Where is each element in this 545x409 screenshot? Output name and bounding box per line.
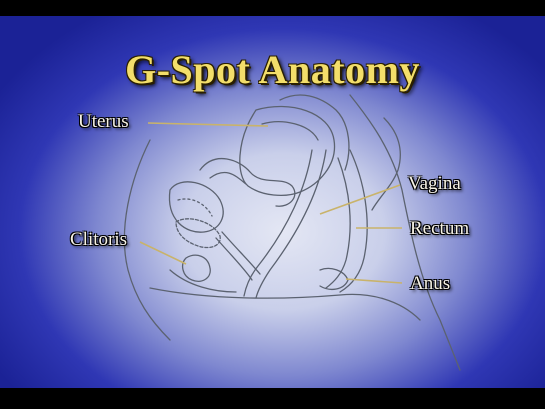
label-rectum: Rectum — [410, 218, 470, 239]
uterus-leader-line — [147, 122, 269, 127]
rectum-shape — [339, 149, 368, 293]
slide-title: G-Spot Anatomy — [125, 47, 420, 92]
label-vagina: Vagina — [408, 173, 461, 194]
intestine-shape — [199, 158, 296, 207]
anus-leader-line — [345, 278, 403, 284]
label-clitoris: Clitoris — [70, 229, 128, 250]
uterus-shape — [239, 105, 336, 197]
vagina-leader-line — [319, 184, 401, 215]
clitoris-leader-line — [139, 241, 187, 265]
anus-shape — [319, 267, 349, 291]
label-anus: Anus — [410, 273, 451, 294]
bladder-shape — [168, 181, 224, 233]
urethra — [221, 231, 261, 275]
back-contour — [349, 94, 461, 371]
label-uterus: Uterus — [78, 111, 129, 132]
clitoris-shape — [181, 254, 211, 282]
front-contour — [123, 139, 171, 341]
slide-background — [0, 16, 545, 388]
vagina-canal — [255, 149, 327, 299]
coccyx-contour — [371, 117, 401, 211]
thigh-contour — [149, 287, 421, 321]
